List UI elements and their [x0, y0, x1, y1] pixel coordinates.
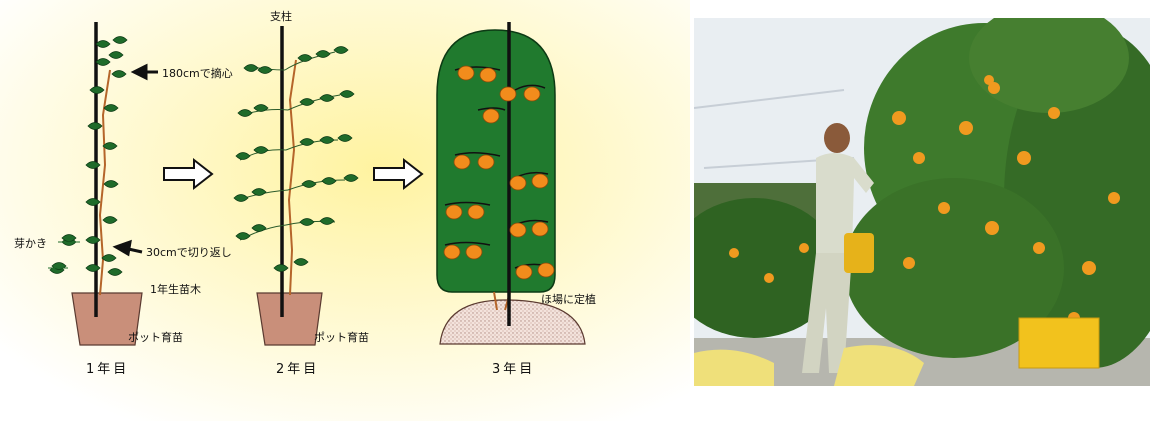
pot-2 [257, 293, 322, 345]
annotation-one-year-seedling: 1年生苗木 [150, 282, 201, 296]
year-label-2: 2年目 [276, 362, 319, 377]
cultivation-diagram: 180cmで摘心 30cmで切り返し 芽かき 1年生苗木 ポット育苗 1年目 [0, 0, 690, 421]
orchard-harvest-photo [694, 18, 1150, 386]
annotation-pinch-180: 180cmで摘心 [162, 66, 233, 80]
annotation-field-planting: ほ場に定植 [541, 292, 596, 306]
annotation-pot-nursery-1: ポット育苗 [128, 330, 183, 344]
annotation-support-post: 支柱 [270, 9, 292, 23]
year-label-1: 1年目 [86, 362, 129, 377]
harvest-crate [1019, 318, 1099, 368]
annotation-bud-removal: 芽かき [14, 236, 47, 250]
annotation-cut-back-30: 30cmで切り返し [146, 246, 232, 259]
year-label-3: 3年目 [492, 362, 535, 377]
annotation-pot-nursery-2: ポット育苗 [314, 330, 369, 344]
